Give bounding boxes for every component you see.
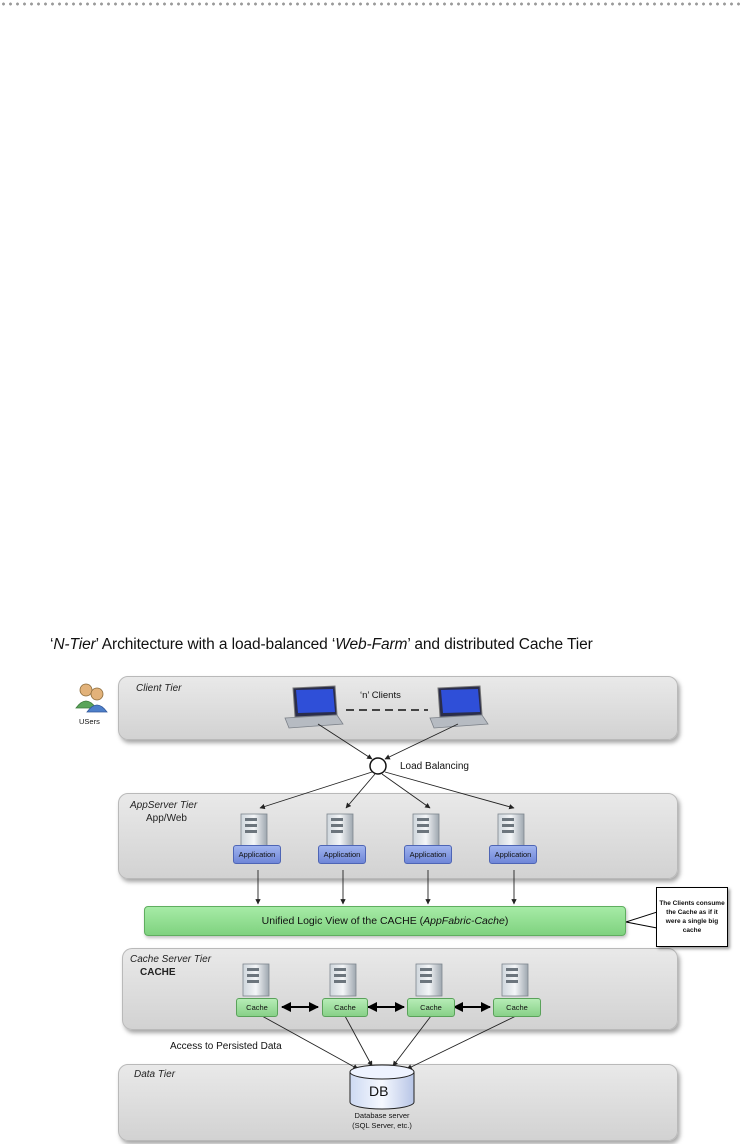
data-tier-label: Data Tier: [134, 1069, 176, 1080]
cache-to-db-arrow: [261, 1015, 359, 1070]
title-part: ’ and distributed Cache Tier: [407, 636, 593, 653]
db-caption-line-1: Database server: [354, 1111, 410, 1120]
lb-to-app-arrow: [384, 771, 515, 810]
unified-cache-view-suffix: ): [504, 915, 509, 927]
db-caption-line-2: (SQL Server, etc.): [352, 1121, 412, 1130]
app-server-tier-panel: [118, 793, 678, 879]
cache-server-icon: [242, 963, 270, 997]
clients-label: ‘n’ Clients: [360, 690, 401, 701]
callout-pointer: [625, 911, 658, 929]
access-persisted-data-label: Access to Persisted Data: [170, 1041, 282, 1052]
users-label: USers: [79, 717, 100, 726]
app-tier-label: AppServer Tier: [130, 800, 198, 811]
cache-to-db-arrow: [406, 1015, 517, 1070]
laptop-icon: [429, 685, 489, 729]
unified-cache-view-italic: AppFabric-Cache: [423, 915, 505, 927]
title-part: ‘: [50, 636, 54, 653]
cache-tier-sub: CACHE: [140, 967, 176, 978]
cache-server-icon: [329, 963, 357, 997]
client-to-lb-arrow: [317, 723, 373, 760]
unified-cache-view-bar: Unified Logic View of the CACHE (AppFabr…: [144, 906, 626, 936]
cache-server-icon: [501, 963, 529, 997]
application-server-label: Application: [318, 845, 366, 864]
title-part: ’ Architecture with a load-balanced ‘: [95, 636, 336, 653]
client-tier-panel: [118, 676, 678, 740]
app-tier-sub: App/Web: [146, 813, 187, 824]
cache-server-label: Cache: [236, 998, 278, 1017]
lb-to-app-arrow: [381, 773, 431, 809]
figure-title: ‘N-Tier’ Architecture with a load-balanc…: [50, 636, 730, 654]
top-dotted-rule: [0, 2, 744, 6]
load-balancing-label: Load Balancing: [400, 761, 469, 772]
app-server-icon: [412, 813, 440, 847]
cache-to-db-arrow: [392, 1015, 432, 1067]
cache-server-icon: [415, 963, 443, 997]
cache-to-db-arrow: [344, 1015, 373, 1067]
cache-server-label: Cache: [407, 998, 455, 1017]
lb-to-app-arrow: [345, 773, 376, 809]
lb-to-app-arrow: [259, 771, 373, 810]
app-server-icon: [326, 813, 354, 847]
cache-server-label: Cache: [322, 998, 368, 1017]
client-to-lb-arrow: [384, 723, 459, 760]
cache-server-tier-panel: [122, 948, 678, 1030]
application-server-label: Application: [489, 845, 537, 864]
database-icon: [349, 1064, 415, 1110]
cache-server-label: Cache: [493, 998, 541, 1017]
users-icon: [75, 683, 108, 713]
client-tier-label: Client Tier: [136, 683, 182, 694]
unified-cache-view-text: Unified Logic View of the CACHE (: [261, 915, 424, 927]
title-part: N-Tier: [53, 636, 96, 653]
cache-tier-label: Cache Server Tier: [130, 954, 212, 965]
db-label: DB: [369, 1083, 389, 1099]
load-balancer-node: [369, 757, 387, 775]
app-server-icon: [497, 813, 525, 847]
application-server-label: Application: [404, 845, 452, 864]
callout-text: The Clients consume the Cache as if it w…: [659, 900, 725, 934]
callout-note: The Clients consume the Cache as if it w…: [656, 887, 728, 947]
laptop-icon: [284, 685, 344, 729]
app-server-icon: [240, 813, 268, 847]
title-part: Web-Farm: [335, 636, 408, 653]
application-server-label: Application: [233, 845, 281, 864]
